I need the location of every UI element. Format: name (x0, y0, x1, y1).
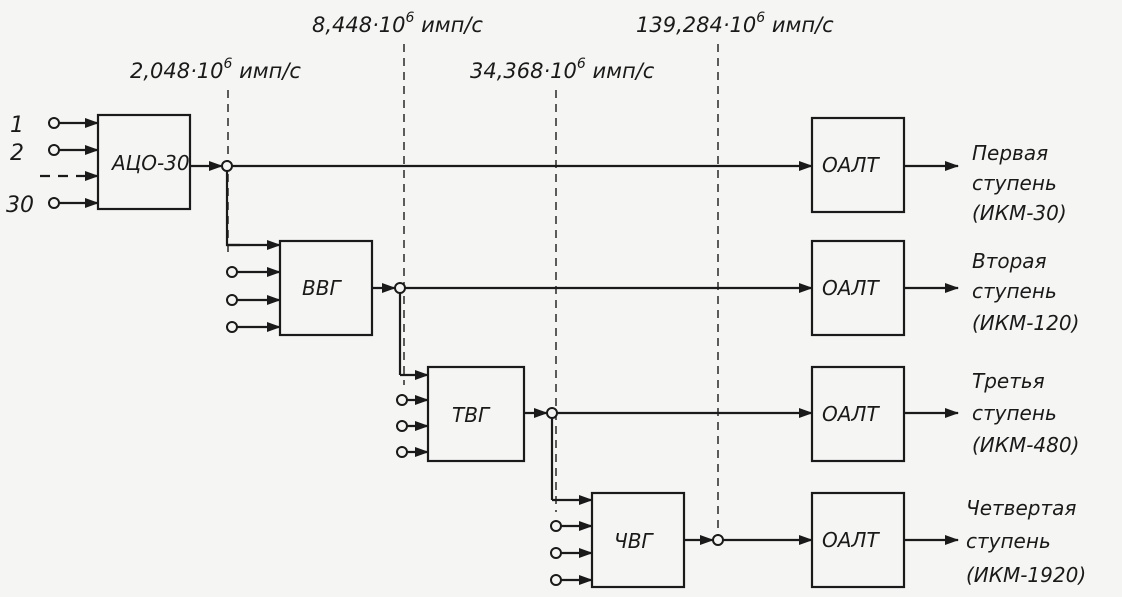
oalt-label-4: ОАЛТ (822, 528, 880, 552)
oalt-label-1: ОАЛТ (822, 153, 880, 177)
chvg-label: ЧВГ (614, 529, 654, 553)
oalt-block-2 (810, 239, 906, 337)
svg-text:(ИКМ-480): (ИКМ-480) (972, 433, 1079, 457)
stage4-junction (712, 534, 724, 546)
svg-text:(ИКМ-120): (ИКМ-120) (972, 311, 1079, 335)
aco-inputs (40, 117, 99, 209)
aco-30-label: АЦО-30 (110, 151, 190, 175)
tvg-label: ТВГ (452, 403, 491, 427)
stage3-junction (546, 407, 558, 419)
svg-text:(ИКМ-30): (ИКМ-30) (972, 201, 1067, 225)
input-label-2: 2 (10, 141, 24, 166)
vvg-label: ВВГ (302, 276, 342, 300)
oalt-block-1 (810, 116, 906, 214)
oalt-label-3: ОАЛТ (822, 402, 880, 426)
aco-30-block (96, 113, 192, 211)
rate-label-2: 8,448·106 имп/с (312, 10, 483, 37)
input-label-1: 1 (10, 113, 24, 138)
svg-text:Первая: Первая (972, 141, 1048, 165)
stage1-junction (221, 160, 233, 172)
stage2-junction (394, 282, 406, 294)
svg-text:(ИКМ-1920): (ИКМ-1920) (966, 563, 1086, 587)
oalt-block-4 (810, 491, 906, 589)
svg-text:Третья: Третья (972, 369, 1045, 393)
oalt-block-3 (810, 365, 906, 463)
stage-label-4: Четвертая ступень (ИКМ-1920) (966, 496, 1086, 587)
tvg-block (426, 365, 526, 463)
stage-label-2: Вторая ступень (ИКМ-120) (972, 249, 1079, 335)
oalt-column: ОАЛТ ОАЛТ ОАЛТ ОАЛТ (810, 116, 906, 589)
stage-label-1: Первая ступень (ИКМ-30) (972, 141, 1067, 225)
stage-label-3: Третья ступень (ИКМ-480) (972, 369, 1079, 457)
svg-text:ступень: ступень (972, 401, 1057, 425)
svg-text:Вторая: Вторая (972, 249, 1047, 273)
vvg-inputs (226, 240, 281, 333)
rate-label-1: 2,048·106 имп/с (130, 56, 301, 83)
chvg-inputs (550, 495, 593, 586)
svg-text:ступень: ступень (966, 529, 1051, 553)
oalt-label-2: ОАЛТ (822, 276, 880, 300)
svg-text:ступень: ступень (972, 279, 1057, 303)
chvg-block (590, 491, 686, 589)
input-label-30: 30 (6, 193, 34, 218)
branch-to-vvg (225, 171, 240, 247)
svg-text:ступень: ступень (972, 171, 1057, 195)
svg-text:Четвертая: Четвертая (966, 496, 1076, 520)
rate-label-3: 34,368·106 имп/с (470, 56, 655, 83)
tvg-inputs (396, 370, 429, 458)
rate-label-4: 139,284·106 имп/с (636, 10, 834, 37)
